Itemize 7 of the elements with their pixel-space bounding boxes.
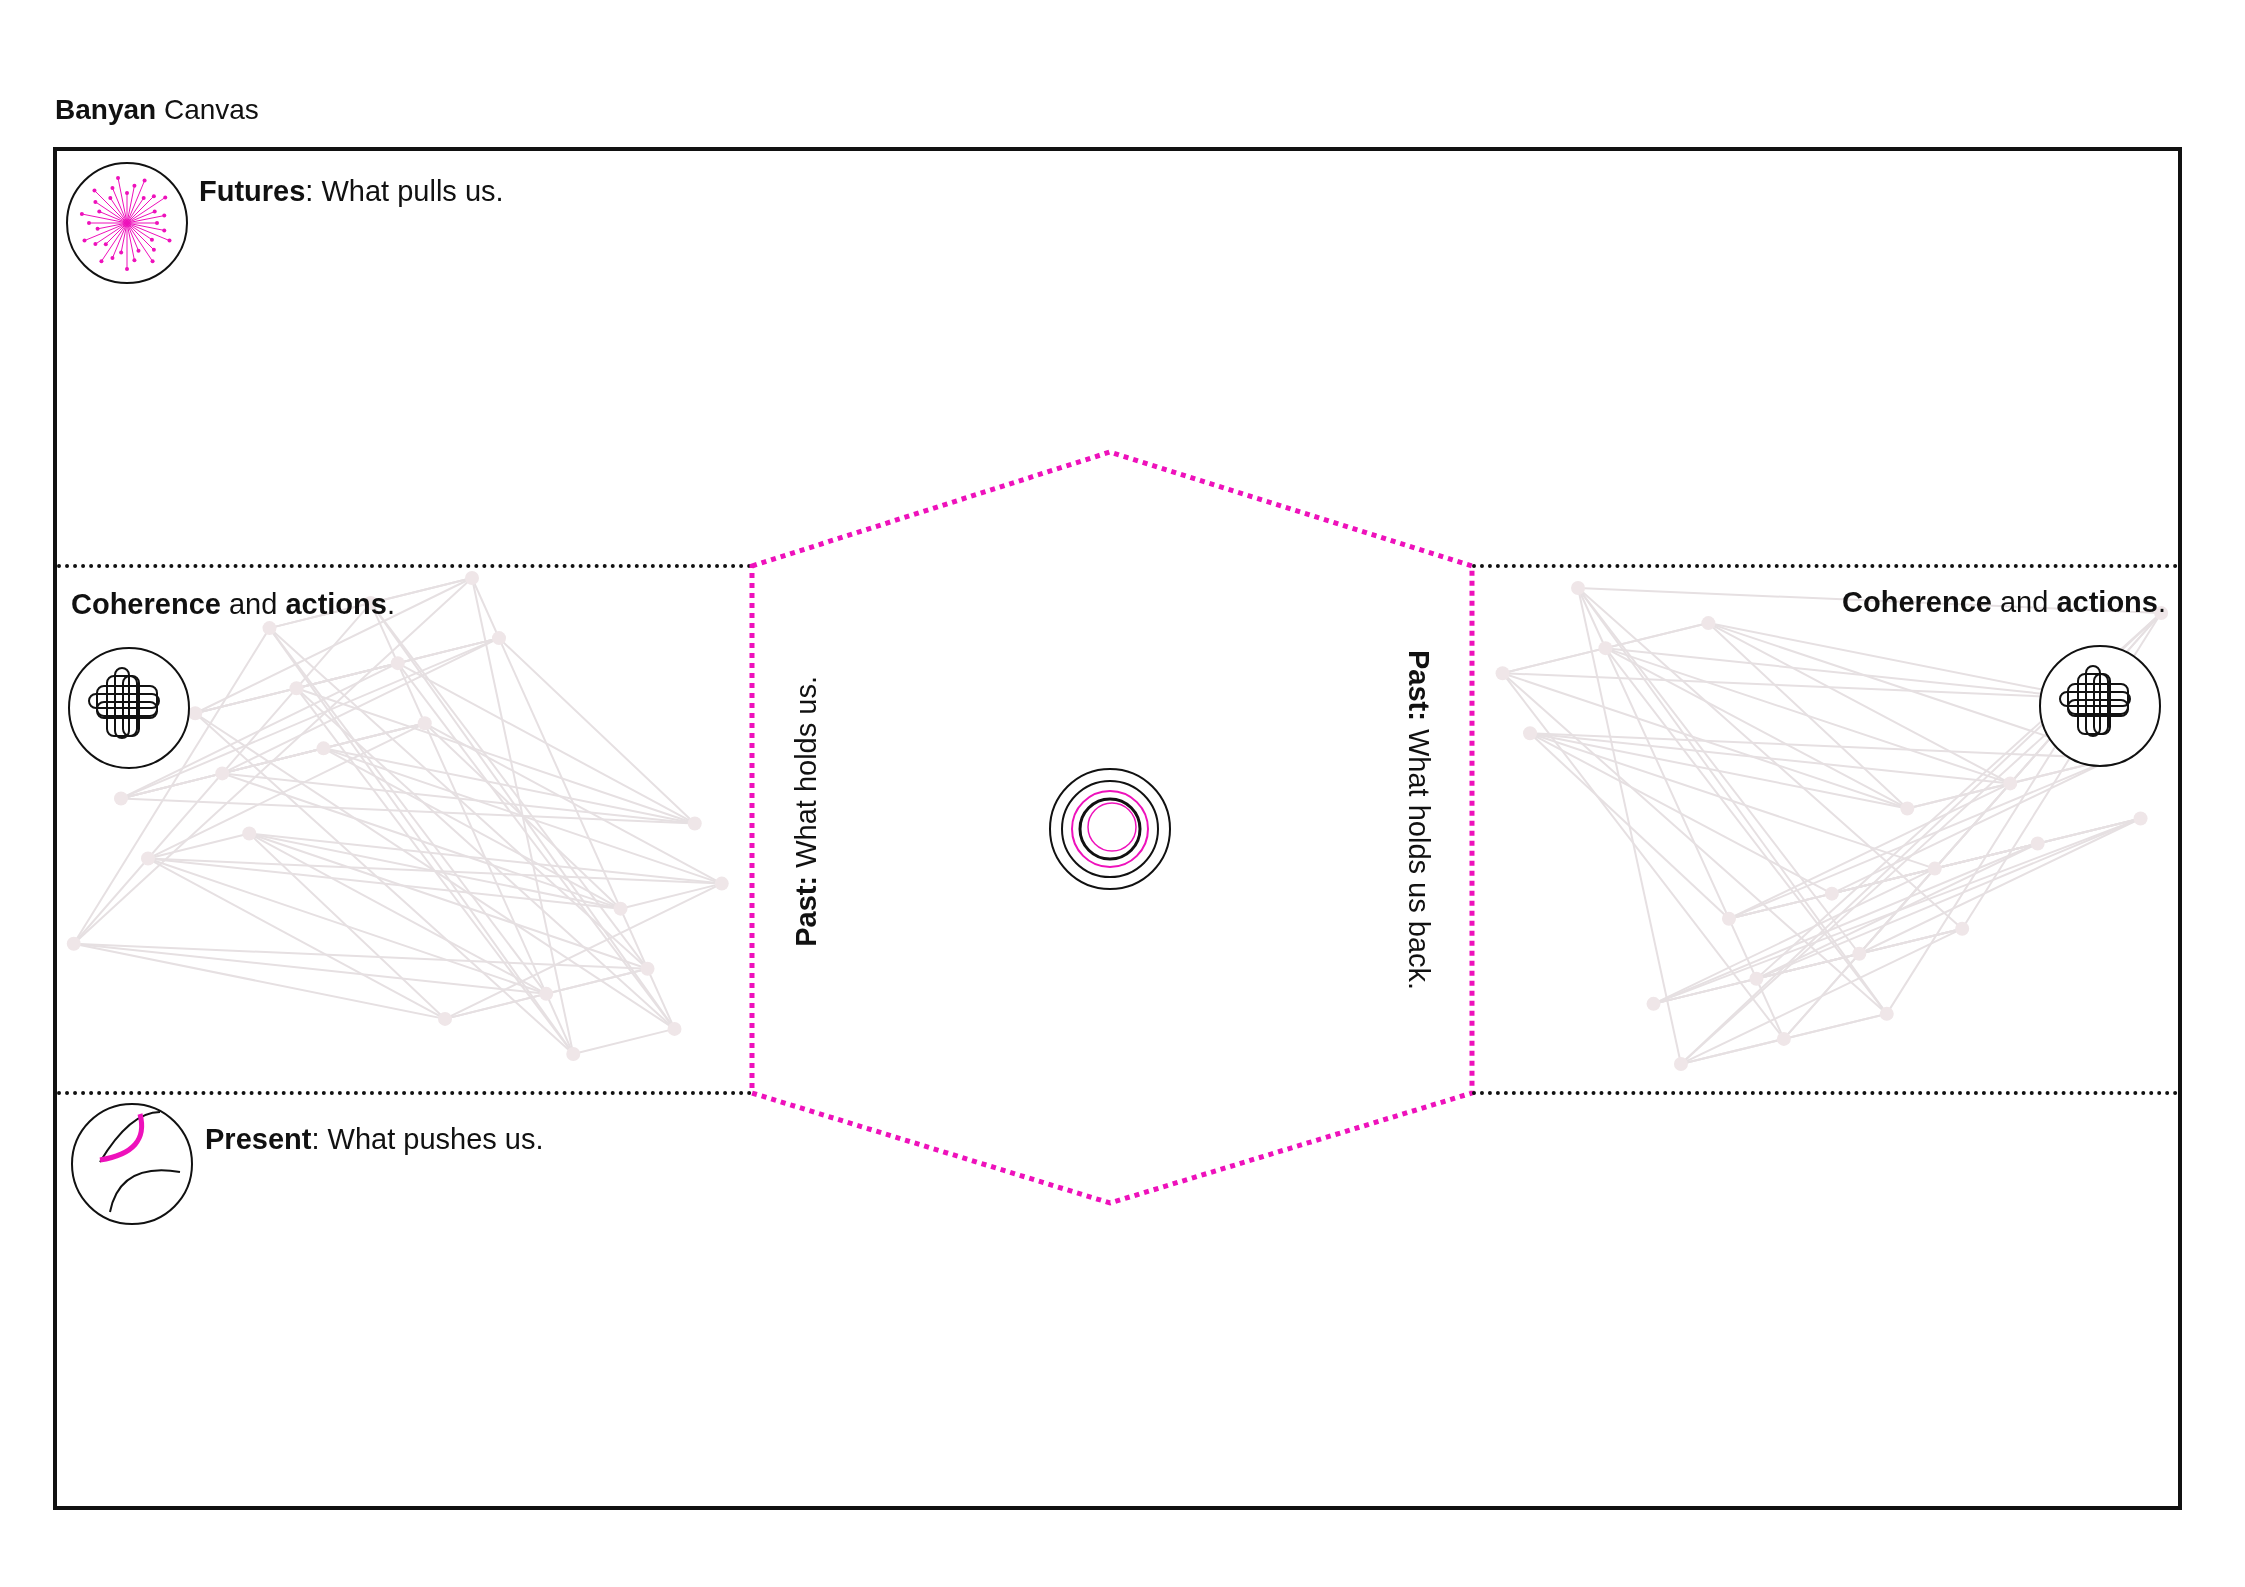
region-heading: Past: What holds us.: [790, 676, 823, 947]
region-heading: Present: What pushes us.: [205, 1123, 544, 1156]
canvas-title: Banyan Canvas: [55, 94, 259, 126]
region-heading: Past: What holds us back.: [1402, 650, 1435, 991]
region-heading: Coherence and actions.: [71, 588, 395, 621]
region-heading: Futures: What pulls us.: [199, 175, 504, 208]
region-heading: Coherence and actions.: [1842, 586, 2166, 619]
